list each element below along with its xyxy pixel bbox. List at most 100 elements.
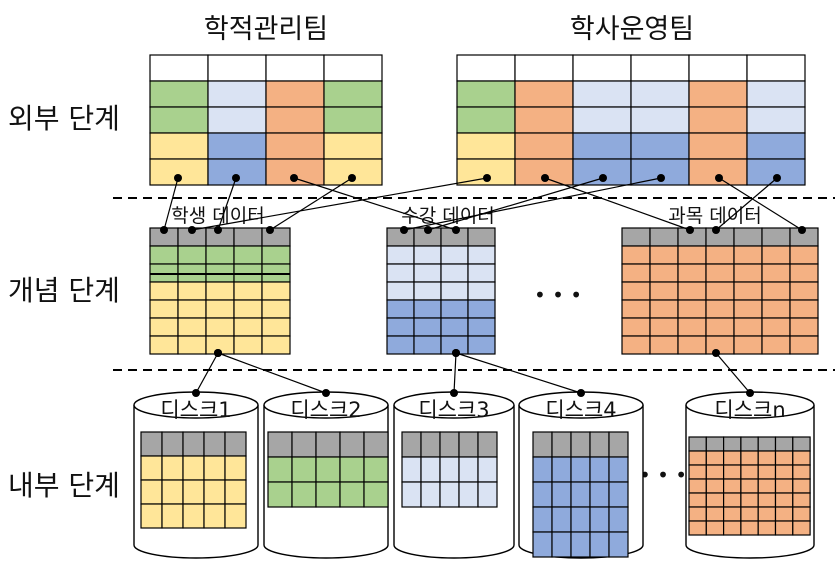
cell: [401, 456, 422, 483]
cell: [649, 299, 679, 319]
cell: [621, 299, 651, 319]
cell: [761, 263, 791, 283]
cell: [440, 245, 469, 265]
cell: [315, 431, 341, 458]
cell: [570, 506, 591, 533]
cell: [315, 481, 341, 508]
cell: [757, 464, 777, 480]
external-level-views: [149, 54, 806, 186]
connector-dot: [686, 226, 694, 234]
cell: [267, 431, 293, 458]
cell: [149, 281, 179, 301]
cell: [705, 464, 725, 480]
cell: [792, 506, 811, 522]
cell: [140, 479, 163, 505]
cell: [677, 245, 707, 265]
cell: [386, 245, 415, 265]
cell: [265, 158, 325, 186]
cell: [792, 492, 811, 508]
conceptual-label-enrollment: 수강 데이터: [401, 205, 494, 227]
cell: [203, 431, 226, 457]
connector-line: [715, 177, 778, 231]
disk-label-3: 디스크3: [418, 398, 489, 422]
cell: [149, 54, 209, 82]
cell: [621, 263, 651, 283]
cell: [413, 335, 442, 355]
cell: [740, 492, 759, 508]
cell: [740, 506, 759, 522]
cell: [177, 317, 207, 337]
disk-table: [267, 431, 389, 508]
cell: [570, 431, 591, 458]
disk-table: [140, 431, 247, 529]
cell: [757, 520, 777, 536]
cell: [261, 281, 291, 301]
cell: [705, 281, 735, 301]
cell: [722, 464, 742, 480]
cell: [789, 245, 819, 265]
cell: [205, 299, 235, 319]
cell: [740, 520, 759, 536]
cell: [621, 317, 651, 337]
cell: [477, 456, 498, 483]
cell: [589, 431, 610, 458]
cell: [688, 492, 707, 508]
cell: [161, 479, 184, 505]
cell: [688, 450, 707, 466]
cell: [224, 455, 247, 481]
external-view-academic-operations: [456, 54, 806, 186]
cell: [261, 299, 291, 319]
cell: [456, 132, 516, 160]
cell: [589, 456, 610, 483]
cell: [467, 335, 496, 355]
cell: [733, 281, 763, 301]
disk-table: [688, 436, 811, 536]
cell: [267, 456, 293, 483]
cell: [339, 456, 365, 483]
cell: [532, 456, 553, 483]
cell: [722, 492, 742, 508]
cell: [177, 335, 207, 355]
cell: [705, 450, 725, 466]
disk-label-1: 디스크1: [160, 398, 231, 422]
cell: [705, 436, 725, 452]
cell: [722, 478, 742, 494]
connector-line: [544, 177, 691, 231]
cell: [733, 317, 763, 337]
cell: [413, 317, 442, 337]
cell: [757, 492, 777, 508]
cell: [477, 481, 498, 508]
cell: [177, 281, 207, 301]
cell: [205, 317, 235, 337]
cell: [621, 245, 651, 265]
cell: [205, 245, 235, 265]
cell: [688, 520, 707, 536]
cell: [688, 106, 748, 134]
cell: [265, 106, 325, 134]
connector-line: [715, 352, 751, 394]
cell: [740, 464, 759, 480]
connector-dot: [657, 174, 665, 182]
disk-1: [133, 391, 259, 559]
cell: [363, 456, 389, 483]
cell: [608, 431, 629, 458]
cell: [149, 335, 179, 355]
disk-label-2: 디스크2: [290, 398, 361, 422]
cell: [420, 456, 441, 483]
cell: [413, 263, 442, 283]
cell: [733, 263, 763, 283]
cell: [774, 520, 794, 536]
cell: [705, 506, 725, 522]
conceptual-table-1: [149, 227, 291, 355]
cell: [386, 299, 415, 319]
cell: [608, 456, 629, 483]
cell: [363, 481, 389, 508]
conceptual-table-2: [386, 227, 496, 355]
cell: [514, 106, 574, 134]
connector-dot: [322, 389, 330, 397]
cell: [456, 80, 516, 108]
cell: [572, 132, 632, 160]
cell: [774, 506, 794, 522]
cell: [233, 281, 263, 301]
